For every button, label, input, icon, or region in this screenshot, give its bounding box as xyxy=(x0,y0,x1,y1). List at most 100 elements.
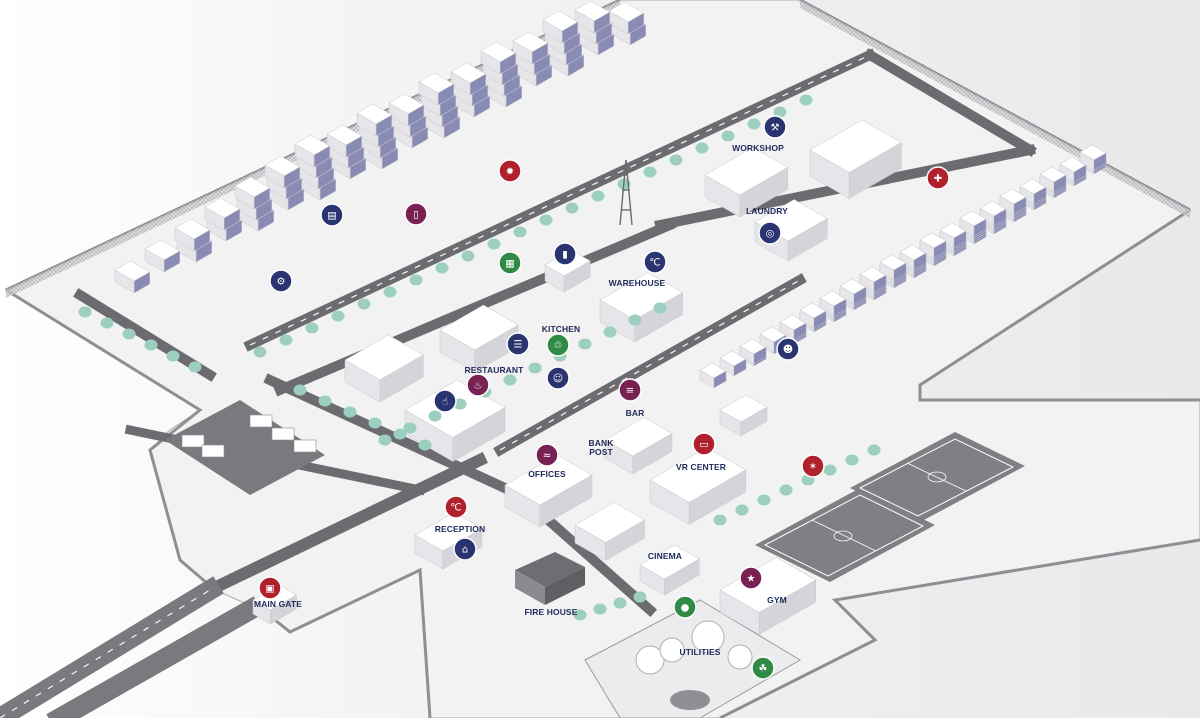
svg-text:✚: ✚ xyxy=(934,174,942,185)
east-housing-unit-55 xyxy=(839,278,867,305)
mobile-phone-icon[interactable]: ▯ xyxy=(404,202,428,226)
solar-panel-icon[interactable]: ▦ xyxy=(498,251,522,275)
virus-icon[interactable]: ✹ xyxy=(498,159,522,183)
svg-text:▦: ▦ xyxy=(505,259,514,270)
svg-text:⚒: ⚒ xyxy=(771,123,780,134)
tree-51 xyxy=(823,464,837,476)
tree-16 xyxy=(513,226,527,238)
east-housing-unit-73 xyxy=(1079,144,1107,171)
housing-unit-32 xyxy=(234,176,271,210)
housing-unit-24 xyxy=(608,1,645,35)
tree-13 xyxy=(435,262,449,274)
east-housing-unit-69 xyxy=(919,232,947,259)
housing-unit-41 xyxy=(450,62,487,96)
poi-icons: ⚒ ◎ ℃ ♲ ☝ ♨ ≡ ▭ ≈ ℃ ⌂ ★ ● ☘ ▣ ✶ ✹ ✚ ▤ ▯ ⚙ ▦ ▮ ☰ ☺ ☻ xyxy=(258,115,950,680)
mosquito-icon[interactable]: ✶ xyxy=(801,454,825,478)
tree-19 xyxy=(591,190,605,202)
east-housing-unit-64 xyxy=(939,222,967,249)
tree-14 xyxy=(461,250,475,262)
label-kitchen: KITCHEN xyxy=(542,324,580,334)
laundry-washer-icon[interactable]: ◎ xyxy=(758,221,782,245)
tree-43 xyxy=(603,326,617,338)
label-main-gate: MAIN GATE xyxy=(254,599,302,609)
id-card-icon[interactable]: ▤ xyxy=(320,203,344,227)
east-housing-unit-68 xyxy=(879,254,907,281)
restaurant-thumbs-up-icon[interactable]: ☝ xyxy=(433,389,457,413)
housing-unit-45 xyxy=(356,103,393,137)
east-housing-unit-65 xyxy=(979,200,1007,227)
tree-32 xyxy=(393,428,407,440)
warehouse-thermometer-icon[interactable]: ℃ xyxy=(643,250,667,274)
medical-ambulance-icon[interactable]: ✚ xyxy=(926,166,950,190)
tree-22 xyxy=(669,154,683,166)
bar-badge-icon[interactable]: ≡ xyxy=(618,378,642,402)
workshop-tools-icon[interactable]: ⚒ xyxy=(763,115,787,139)
tree-2 xyxy=(122,328,136,340)
tree-53 xyxy=(867,444,881,456)
svg-text:℃: ℃ xyxy=(450,503,461,514)
kitchen-trash-icon[interactable]: ♲ xyxy=(546,333,570,357)
east-housing-unit-8 xyxy=(719,350,747,377)
vr-headset-icon[interactable]: ▭ xyxy=(692,432,716,456)
kitchen-building xyxy=(439,304,519,373)
tree-1 xyxy=(100,317,114,329)
tree-42 xyxy=(578,338,592,350)
bank-post-building xyxy=(719,394,768,437)
road-markings xyxy=(0,54,871,718)
offices-wind-icon[interactable]: ≈ xyxy=(535,443,559,467)
fire-house-building xyxy=(515,552,585,605)
svg-text:☰: ☰ xyxy=(514,340,523,351)
labels: WORKSHOP LAUNDRY WAREHOUSE KITCHEN RESTA… xyxy=(254,143,788,657)
tree-27 xyxy=(799,94,813,106)
gym-runner-icon[interactable]: ★ xyxy=(739,566,763,590)
svg-text:☻: ☻ xyxy=(783,344,793,356)
main-gate-lock-icon[interactable]: ▣ xyxy=(258,576,282,600)
utilities-leaf-icon[interactable]: ☘ xyxy=(751,656,775,680)
label-offices: OFFICES xyxy=(528,469,566,479)
east-housing-unit-0 xyxy=(699,362,727,389)
east-housing-unit-71 xyxy=(999,188,1027,215)
tree-46 xyxy=(713,514,727,526)
housing-unit-48 xyxy=(542,10,579,44)
svg-text:▯: ▯ xyxy=(413,210,419,221)
housing-unit-47 xyxy=(480,41,517,75)
svg-text:☘: ☘ xyxy=(759,664,768,675)
reception-home-icon[interactable]: ⌂ xyxy=(453,537,477,561)
tree-5 xyxy=(188,361,202,373)
svg-text:☝: ☝ xyxy=(442,397,448,408)
person-card-icon[interactable]: ☺ xyxy=(546,366,570,390)
svg-text:▣: ▣ xyxy=(265,584,274,595)
communication-tower xyxy=(619,159,633,226)
svg-text:♲: ♲ xyxy=(554,341,563,352)
generated-geometry xyxy=(78,0,1107,635)
tree-57 xyxy=(633,591,647,603)
document-icon[interactable]: ☰ xyxy=(506,332,530,356)
svg-text:✶: ✶ xyxy=(809,462,817,473)
label-warehouse: WAREHOUSE xyxy=(609,278,666,288)
tablet-icon[interactable]: ▮ xyxy=(553,242,577,266)
tree-44 xyxy=(628,314,642,326)
tree-12 xyxy=(409,274,423,286)
svg-text:≡: ≡ xyxy=(626,386,634,397)
housing-unit-9 xyxy=(144,239,181,273)
svg-text:≈: ≈ xyxy=(543,451,551,462)
tree-30 xyxy=(343,406,357,418)
football-field-2 xyxy=(850,432,1025,522)
storage-building xyxy=(809,119,902,199)
tree-47 xyxy=(735,504,749,516)
tree-8 xyxy=(305,322,319,334)
reception-temperature-icon[interactable]: ℃ xyxy=(444,495,468,519)
svg-text:▤: ▤ xyxy=(327,211,336,222)
bed-settings-icon[interactable]: ⚙ xyxy=(269,269,293,293)
gym-building xyxy=(719,557,817,635)
east-housing-unit-67 xyxy=(1059,156,1087,183)
security-guard-icon[interactable]: ☻ xyxy=(776,337,800,361)
utilities-water-icon[interactable]: ● xyxy=(673,595,697,619)
label-fire-house: FIRE HOUSE xyxy=(525,607,578,617)
tree-4 xyxy=(166,350,180,362)
restaurant-food-icon[interactable]: ♨ xyxy=(466,373,490,397)
housing-unit-39 xyxy=(326,124,363,158)
workshop-building xyxy=(704,147,789,218)
east-housing-unit-72 xyxy=(1039,166,1067,193)
